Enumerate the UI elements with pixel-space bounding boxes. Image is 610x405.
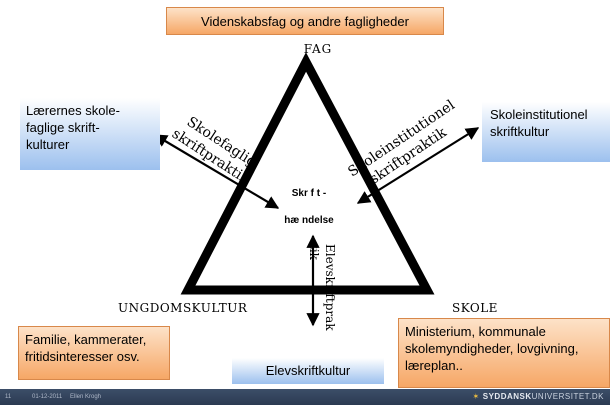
box-bottom-left-line2: fritidsinteresser osv. xyxy=(25,349,140,364)
box-right-line1: Skoleinstitutionel xyxy=(490,107,588,122)
center-label-line1: Skr f t - xyxy=(292,188,326,199)
right-arrow xyxy=(356,127,480,204)
box-elevskriftkultur: Elevskriftkultur xyxy=(232,358,384,384)
box-bottom-center-text: Elevskriftkultur xyxy=(265,363,351,378)
box-right-line2: skriftkultur xyxy=(490,124,550,139)
box-bottom-right-line2: skolemyndigheder, lovgivning, xyxy=(405,341,579,356)
logo-icon: ✶ xyxy=(472,392,480,401)
box-skole-description: Ministerium, kommunale skolemyndigheder,… xyxy=(398,318,610,388)
box-laerernes-skrift-kulturer: Lærernes skole- faglige skrift- kulturer xyxy=(20,98,160,170)
vertex-label-ungdomskultur: UNGDOMSKULTUR xyxy=(118,301,248,315)
box-left-line1: Lærernes skole- xyxy=(26,103,120,118)
box-fag-description: Videnskabsfag og andre fagligheder xyxy=(166,7,444,35)
center-label-line2: hæ ndelse xyxy=(284,215,334,226)
box-ungdomskultur-description: Familie, kammerater, fritidsinteresser o… xyxy=(18,326,170,380)
bottom-arrow-label-line2: tik xyxy=(307,244,321,261)
left-arrow xyxy=(153,134,280,209)
box-bottom-right-line1: Ministerium, kommunale xyxy=(405,324,546,339)
box-left-line3: kulturer xyxy=(26,137,70,152)
box-skoleinstitutionel-skriftkultur: Skoleinstitutionel skriftkultur xyxy=(482,102,610,162)
footer-author: Ellen Krogh xyxy=(70,394,102,400)
vertex-label-fag: FAG xyxy=(304,42,333,56)
university-logo: ✶SYDDANSKUNIVERSITET.DK xyxy=(473,392,604,401)
footer-bar: 11 01-12-2011 Ellen Krogh ✶SYDDANSKUNIVE… xyxy=(0,389,610,405)
box-left-line2: faglige skrift- xyxy=(26,120,100,135)
box-bottom-left-line1: Familie, kammerater, xyxy=(25,332,147,347)
footer-date: 01-12-2011 xyxy=(32,394,63,400)
logo-text-rest: UNIVERSITET.DK xyxy=(531,392,604,401)
box-fag-text: Videnskabsfag og andre fagligheder xyxy=(201,14,409,29)
bottom-arrow-label-line1: Elevskriftprak xyxy=(323,244,337,331)
logo-text-bold: SYDDANSK xyxy=(482,392,532,401)
box-bottom-right-line3: læreplan.. xyxy=(405,358,463,373)
vertex-label-skole: SKOLE xyxy=(452,301,498,315)
slide-number: 11 xyxy=(5,394,12,400)
